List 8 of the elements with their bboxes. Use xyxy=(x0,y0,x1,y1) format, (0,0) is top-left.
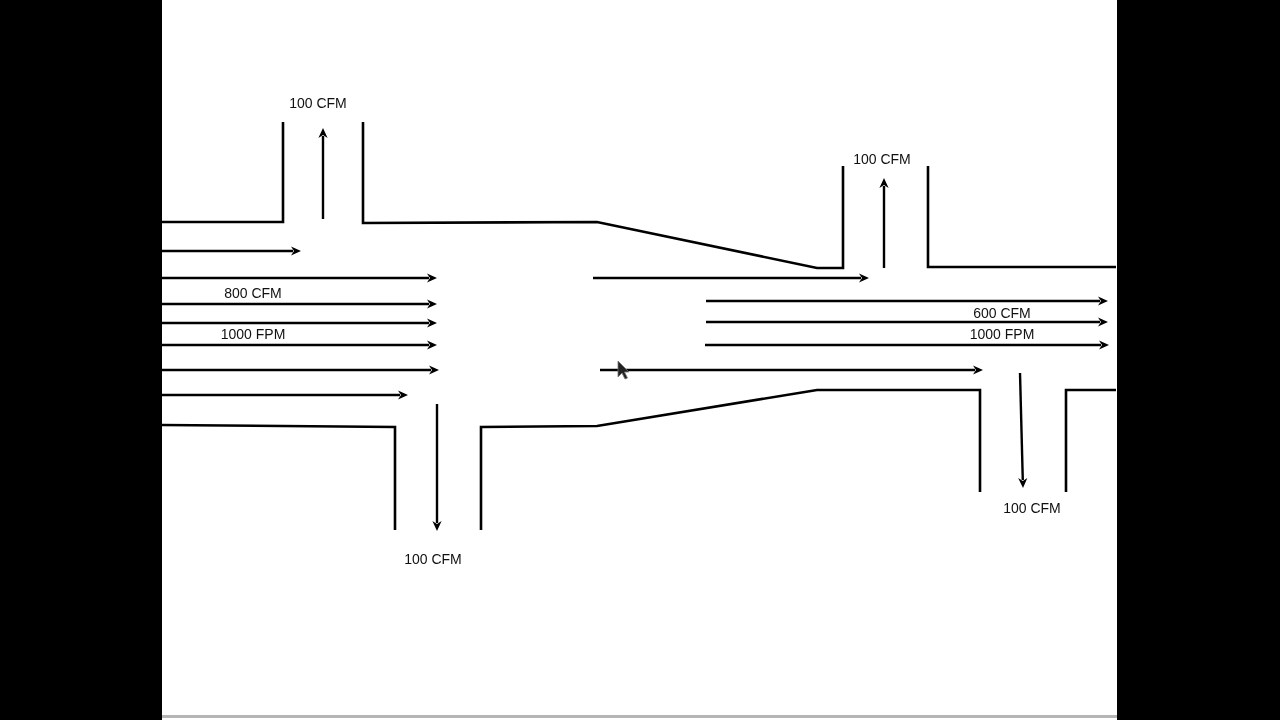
airflow-label: 100 CFM xyxy=(853,152,911,166)
airflow-label: 800 CFM xyxy=(224,286,282,300)
velocity-label: 1000 FPM xyxy=(220,327,286,341)
airflow-label: 100 CFM xyxy=(404,552,462,566)
airflow-label: 100 CFM xyxy=(1003,501,1061,515)
airflow-label: 600 CFM xyxy=(973,306,1031,320)
airflow-label: 100 CFM xyxy=(289,96,347,110)
velocity-label: 1000 FPM xyxy=(969,327,1035,341)
